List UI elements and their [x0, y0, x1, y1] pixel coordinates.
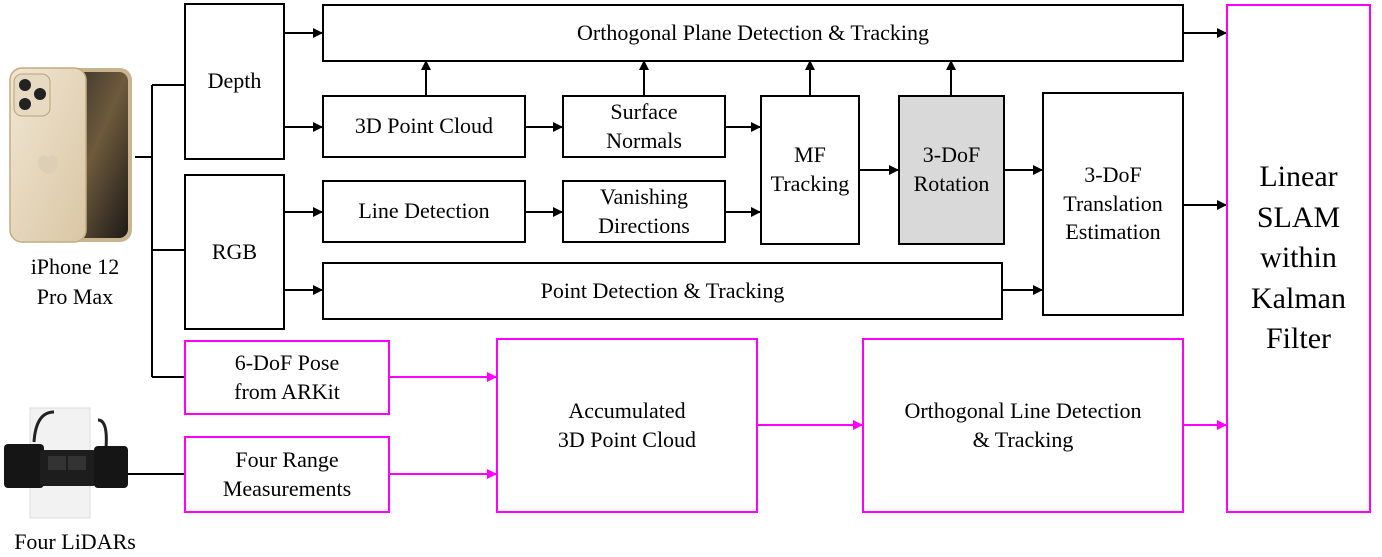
- rgb-box: RGB: [184, 174, 285, 330]
- linear-slam-module: Linear SLAM within Kalman Filter: [1226, 4, 1371, 513]
- point-detection-module: Point Detection & Tracking: [322, 262, 1003, 320]
- accumulated-point-cloud-module: Accumulated 3D Point Cloud: [496, 338, 758, 513]
- translation-3dof-module: 3-DoF Translation Estimation: [1042, 92, 1184, 316]
- iphone-label: iPhone 12 Pro Max: [30, 254, 120, 309]
- orthogonal-plane-module: Orthogonal Plane Detection & Tracking: [322, 4, 1184, 62]
- lidar-sensors-icon: [4, 407, 128, 519]
- arkit-pose-module: 6-DoF Pose from ARKit: [184, 340, 390, 415]
- line-detection-module: Line Detection: [322, 180, 526, 243]
- iphone-icon: [9, 67, 132, 243]
- range-measurements-module: Four Range Measurements: [184, 436, 390, 513]
- orthogonal-line-module: Orthogonal Line Detection & Tracking: [862, 338, 1184, 513]
- depth-box: Depth: [184, 3, 285, 160]
- vanishing-directions-module: Vanishing Directions: [562, 180, 726, 243]
- mf-tracking-module: MF Tracking: [760, 95, 860, 245]
- rotation-3dof-module: 3-DoF Rotation: [898, 95, 1005, 245]
- point-cloud-module: 3D Point Cloud: [322, 95, 526, 158]
- lidars-label: Four LiDARs: [14, 529, 136, 554]
- surface-normals-module: Surface Normals: [562, 95, 726, 158]
